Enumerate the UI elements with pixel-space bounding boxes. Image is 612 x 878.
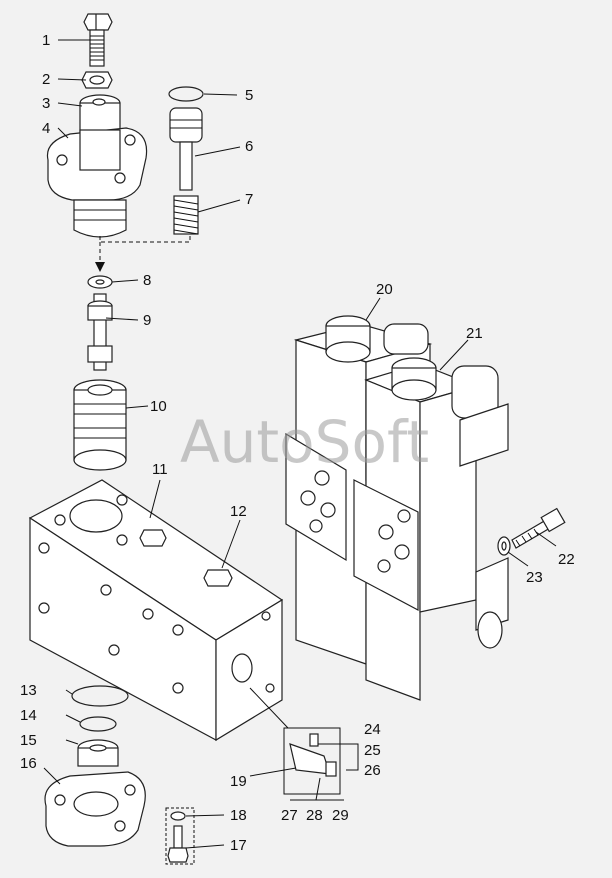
part-oring-14: [79, 716, 117, 732]
label-7: 7: [245, 191, 253, 208]
label-8: 8: [143, 272, 151, 289]
label-19: 19: [230, 773, 247, 790]
label-5: 5: [245, 87, 253, 104]
label-15: 15: [20, 732, 37, 749]
part-washer-23: [497, 536, 511, 556]
part-oring-13: [71, 685, 129, 707]
label-12: 12: [230, 503, 247, 520]
label-17: 17: [230, 837, 247, 854]
part-nut-2: [81, 71, 113, 89]
label-26: 26: [364, 762, 381, 779]
part-bolt-1: [83, 13, 113, 67]
part-plug-15: [77, 739, 119, 767]
part-bolt-22: [511, 507, 566, 549]
part-block-11: [28, 479, 284, 742]
part-spool-9: [87, 293, 113, 371]
part-spring-7: [173, 195, 199, 235]
label-25: 25: [364, 742, 381, 759]
label-9: 9: [143, 312, 151, 329]
part-plunger-6: [169, 107, 203, 191]
callout-labels: 1 2 3 4 5 6 7 8 9 10 11 12 13 14 15 16 1…: [20, 32, 575, 854]
label-20: 20: [376, 281, 393, 298]
part-fitting-19: [283, 727, 341, 795]
label-21: 21: [466, 325, 483, 342]
label-23: 23: [526, 569, 543, 586]
label-29: 29: [332, 807, 349, 824]
part-flange-16: [44, 771, 146, 847]
label-4: 4: [42, 120, 50, 137]
watermark: AutoSoft: [180, 408, 429, 476]
assembly-dash-line: [99, 236, 191, 243]
label-18: 18: [230, 807, 247, 824]
label-27: 27: [281, 807, 298, 824]
label-2: 2: [42, 71, 50, 88]
label-22: 22: [558, 551, 575, 568]
part-plug-11: [139, 529, 167, 547]
label-10: 10: [150, 398, 167, 415]
arrow-down-icon: [95, 262, 105, 272]
label-16: 16: [20, 755, 37, 772]
part-washer-8: [87, 275, 113, 289]
part-housing-3-4: [46, 94, 148, 238]
leader-lines: [43, 39, 557, 849]
label-13: 13: [20, 682, 37, 699]
label-24: 24: [364, 721, 381, 738]
label-14: 14: [20, 707, 37, 724]
label-1: 1: [42, 32, 50, 49]
part-plug-12: [203, 569, 233, 587]
label-11: 11: [152, 461, 168, 478]
label-3: 3: [42, 95, 50, 112]
label-6: 6: [245, 138, 253, 155]
label-28: 28: [306, 807, 323, 824]
part-sleeve-10: [73, 379, 127, 471]
part-ring-5: [168, 86, 204, 102]
part-valve-21: [353, 357, 509, 701]
